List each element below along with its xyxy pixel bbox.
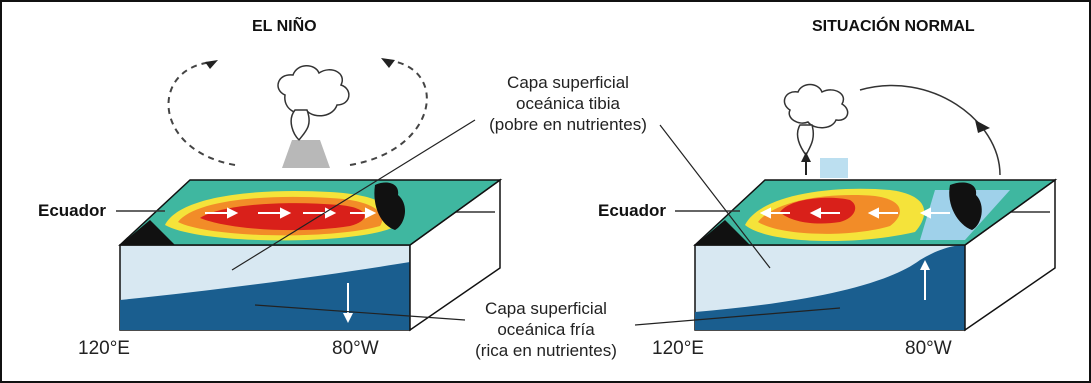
upwelling-arrow bbox=[920, 260, 930, 270]
circulation-west bbox=[167, 61, 236, 166]
lon-east-right: 80°W bbox=[905, 338, 952, 359]
convection-cloud-left bbox=[277, 65, 350, 142]
normal-panel bbox=[675, 83, 1058, 332]
rising-column-left bbox=[282, 140, 330, 168]
land-east-right bbox=[949, 182, 982, 230]
convection-cloud-right bbox=[783, 83, 849, 157]
lon-east-left: 80°W bbox=[332, 338, 379, 359]
panel-title-el-nino: EL NIÑO bbox=[252, 18, 317, 35]
leader-lines bbox=[231, 119, 841, 326]
cold-layer-right bbox=[695, 245, 965, 330]
circulation-east bbox=[349, 59, 428, 166]
el-nino-panel bbox=[116, 58, 503, 332]
panel-title-normal: SITUACIÓN NORMAL bbox=[812, 18, 975, 35]
wind-arrows-left bbox=[205, 207, 377, 219]
arrow-head-east bbox=[381, 58, 395, 68]
cold-layer-left bbox=[120, 262, 410, 330]
rising-column-right bbox=[820, 158, 848, 178]
warm-layer-line-3: (pobre en nutrientes) bbox=[489, 115, 647, 134]
lon-west-left: 120°E bbox=[78, 338, 130, 359]
land-west-right bbox=[695, 220, 750, 245]
cold-layer-line-1: Capa superficial bbox=[485, 299, 607, 318]
warm-layer-line-1: Capa superficial bbox=[507, 73, 629, 92]
circulation-arc bbox=[859, 84, 1001, 176]
equator-label-left: Ecuador bbox=[38, 201, 107, 220]
arc-arrow-head bbox=[975, 120, 990, 133]
arrow-head-west bbox=[205, 60, 218, 69]
land-east-left bbox=[374, 182, 406, 230]
land-west-left bbox=[120, 220, 175, 245]
cold-layer-line-3: (rica en nutrientes) bbox=[475, 341, 617, 360]
lon-west-right: 120°E bbox=[652, 338, 704, 359]
warm-layer-line-2: oceánica tibia bbox=[516, 94, 620, 113]
downwelling-arrow bbox=[343, 313, 353, 323]
wind-arrows-right bbox=[759, 207, 950, 219]
warm-layer-label: Capa superficial oceánica tibia (pobre e… bbox=[468, 72, 668, 135]
cold-layer-label: Capa superficial oceánica fría (rica en … bbox=[446, 298, 646, 361]
equator-label-right: Ecuador bbox=[598, 201, 667, 220]
cold-layer-line-2: oceánica fría bbox=[497, 320, 595, 339]
